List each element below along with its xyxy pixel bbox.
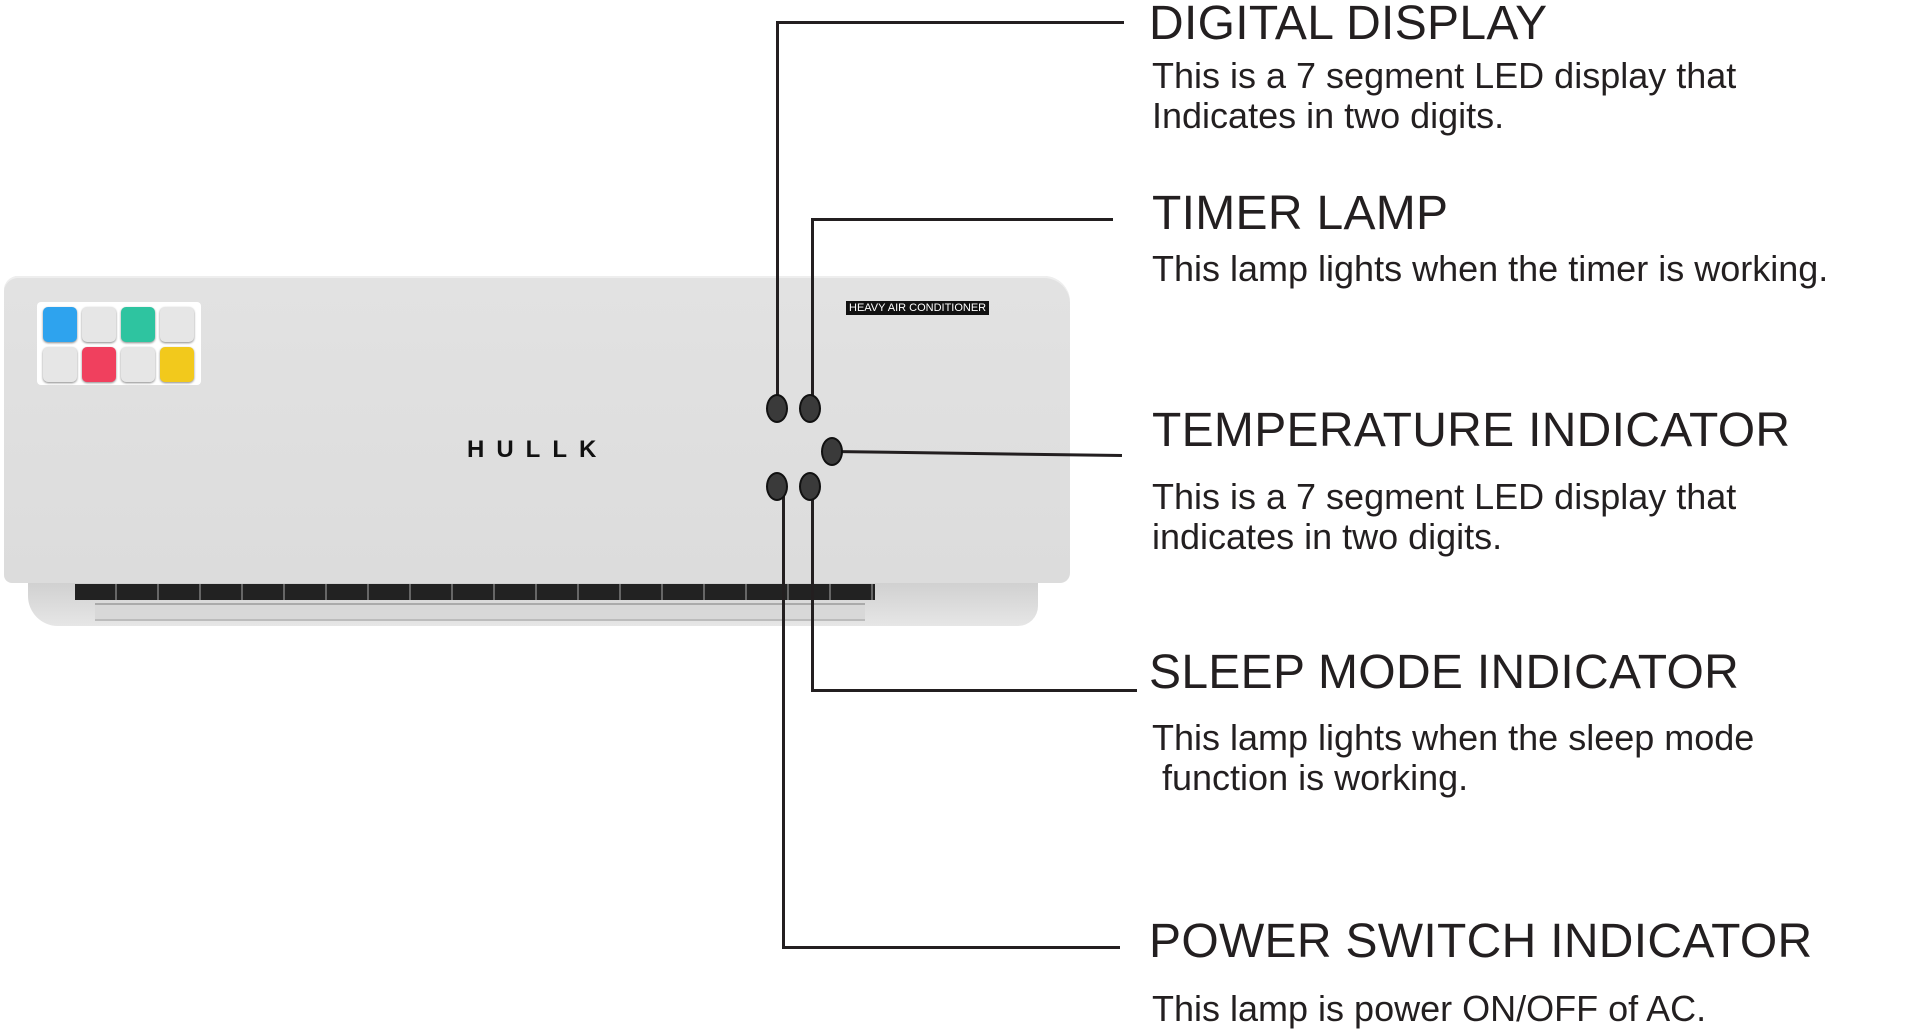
digital-display-leader	[776, 21, 779, 401]
timer-lamp-leader-h	[811, 218, 1113, 221]
digital-display-lamp	[766, 394, 788, 423]
timer-lamp-leader	[811, 218, 814, 401]
power-switch-leader	[782, 492, 785, 949]
anti-bacteria-icon	[82, 347, 116, 382]
callout-title-timer-lamp: TIMER LAMP	[1152, 187, 1449, 240]
callout-title-temperature-indicator: TEMPERATURE INDICATOR	[1152, 404, 1791, 457]
air-flap	[95, 603, 865, 621]
model-badge: HEAVY AIR CONDITIONER	[846, 301, 990, 315]
sleep-mode-leader-h	[811, 689, 1137, 692]
silent-operation-icon	[160, 307, 194, 342]
feature-icons-panel	[37, 302, 201, 385]
callout-desc-timer-lamp: This lamp lights when the timer is worki…	[1152, 248, 1829, 289]
air-vent	[75, 584, 875, 600]
brand-logo: HULLK	[467, 436, 609, 463]
self-cleaning-icon	[121, 347, 155, 382]
callout-title-digital-display: DIGITAL DISPLAY	[1149, 0, 1548, 50]
power-switch-lamp	[766, 472, 788, 501]
callout-title-sleep-mode-indicator: SLEEP MODE INDICATOR	[1149, 646, 1740, 699]
copper-icon	[121, 307, 155, 342]
super-cool-icon	[43, 307, 77, 342]
callout-desc-digital-display: This is a 7 segment LED display that Ind…	[1152, 55, 1737, 136]
climate-control-icon	[43, 347, 77, 382]
sleep-mode-lamp	[799, 472, 821, 501]
timer-lamp	[799, 394, 821, 423]
callout-title-power-switch-indicator: POWER SWITCH INDICATOR	[1149, 915, 1813, 968]
callout-desc-power-switch-indicator: This lamp is power ON/OFF of AC.	[1152, 988, 1707, 1029]
temperature-indicator-lamp	[821, 437, 843, 466]
digital-display-leader-h	[776, 21, 1124, 24]
callout-desc-temperature-indicator: This is a 7 segment LED display that ind…	[1152, 476, 1737, 557]
hidden-display-icon	[82, 307, 116, 342]
power-switch-leader-h	[782, 946, 1120, 949]
sleep-mode-leader	[811, 492, 814, 691]
callout-desc-sleep-mode-indicator: This lamp lights when the sleep mode fun…	[1152, 717, 1755, 798]
warranty-icon	[160, 347, 194, 382]
